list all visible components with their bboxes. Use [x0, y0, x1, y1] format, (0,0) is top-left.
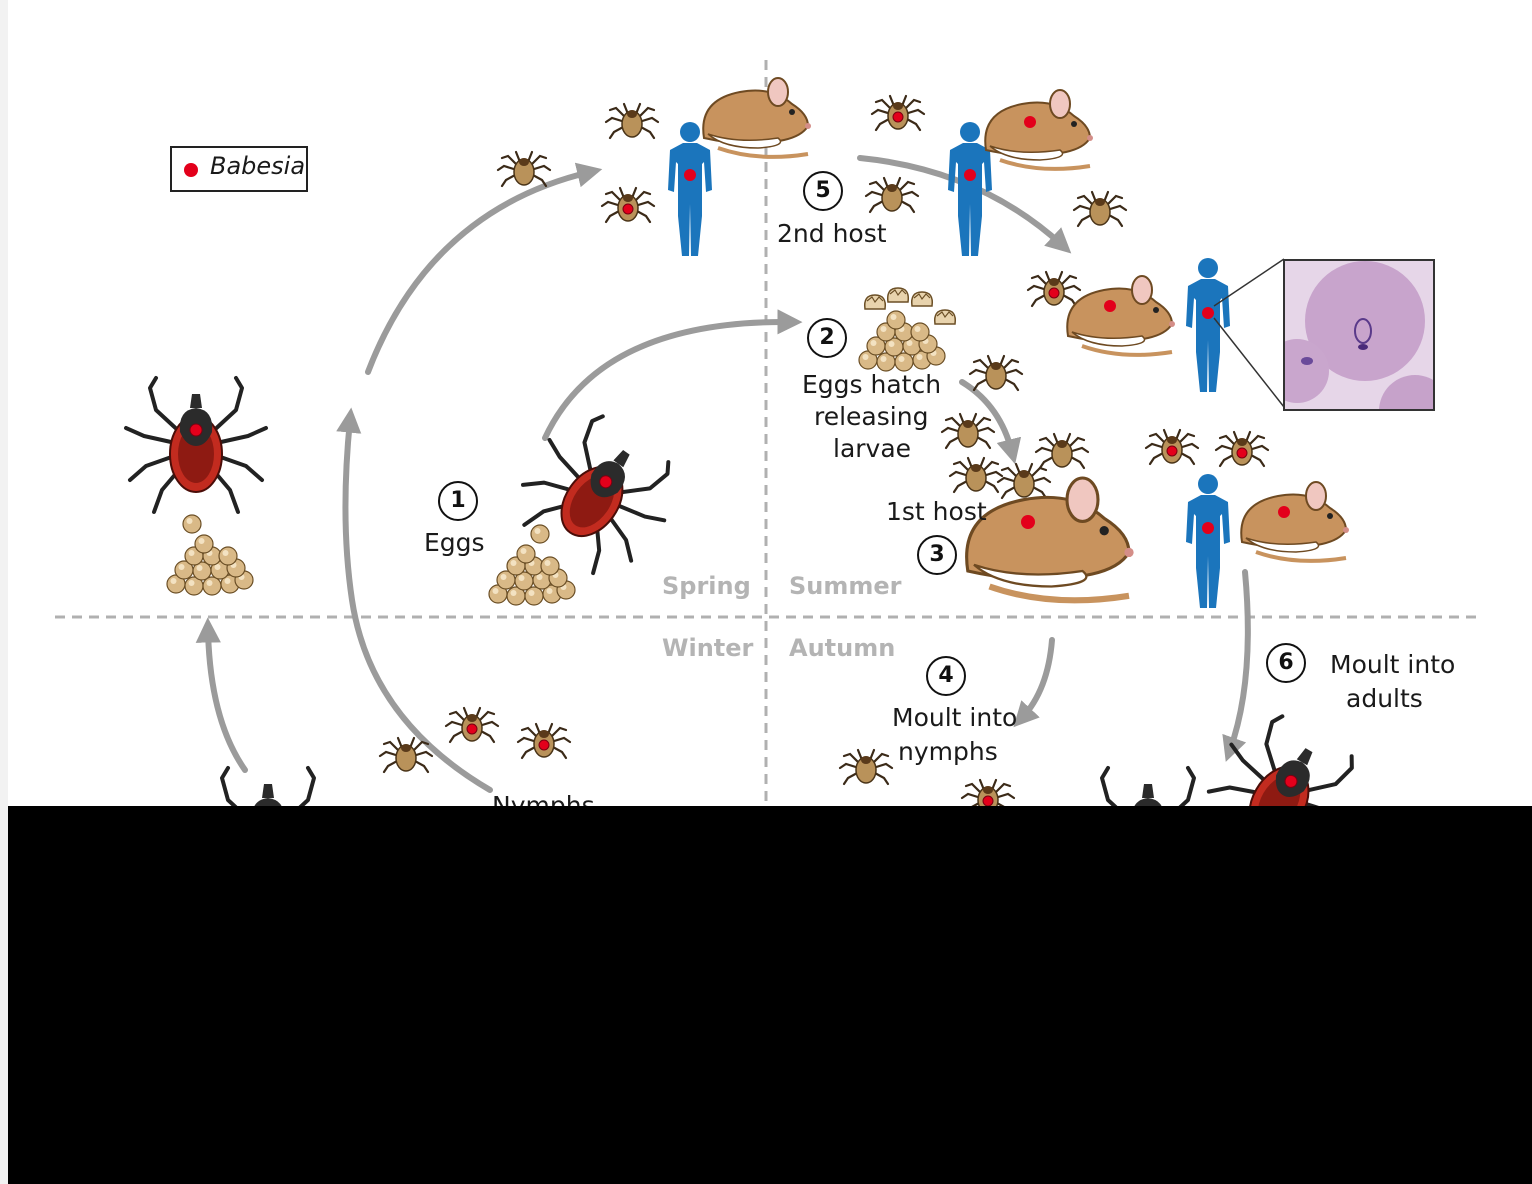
step-4-label-line-2: nymphs	[898, 736, 998, 768]
infected-nymph-icon	[602, 188, 654, 222]
babesia-dot	[1104, 300, 1116, 312]
nymph-tick-icon	[866, 178, 918, 212]
babesia-dot	[1021, 515, 1035, 529]
larva-tick-icon	[970, 356, 1022, 390]
human-icon	[1186, 258, 1230, 392]
egg-pile-icon	[859, 311, 945, 371]
step-3-number: 3	[917, 535, 957, 575]
zoom-line	[1214, 318, 1284, 407]
mouse-icon	[985, 90, 1093, 169]
egg-pile-icon	[167, 535, 253, 595]
nymph-tick-icon	[1074, 192, 1126, 226]
egg-shell-icon	[935, 310, 956, 324]
egg-shell-icon	[865, 295, 886, 309]
step-5-label: 2nd host	[777, 218, 887, 250]
step-2-label-line-2: releasing	[814, 401, 928, 433]
arrow-eggs-to-hatch	[545, 322, 790, 438]
human-icon	[1186, 474, 1230, 608]
step-2-number: 2	[807, 318, 847, 358]
season-autumn: Autumn	[789, 633, 895, 663]
step-4-number: 4	[926, 656, 966, 696]
babesia-dot	[964, 169, 976, 181]
season-winter: Winter	[662, 633, 753, 663]
babesia-dot-icon	[184, 163, 198, 177]
babesia-dot	[684, 169, 696, 181]
larva-tick-icon	[1036, 434, 1088, 468]
mouse-icon	[1241, 482, 1349, 561]
infected-nymph-icon	[1146, 430, 1198, 464]
larva-tick-icon	[950, 458, 1002, 492]
season-summer: Summer	[789, 571, 902, 601]
babesia-dot	[1202, 307, 1214, 319]
occlusion-bar	[8, 806, 1532, 1184]
step-6-label-line-2: adults	[1346, 683, 1423, 715]
larva-tick-icon	[942, 414, 994, 448]
step-5-number: 5	[803, 171, 843, 211]
infected-nymph-icon	[518, 724, 570, 758]
mouse-icon	[1067, 276, 1175, 355]
egg-icon	[183, 515, 201, 533]
babesia-dot	[1202, 522, 1214, 534]
babesia-dot	[1278, 506, 1290, 518]
babesia-dot	[1024, 116, 1036, 128]
step-1-label: Eggs	[424, 527, 485, 559]
arrow-adults-to-eggs	[208, 630, 245, 770]
arrow-moult-nymphs	[1022, 640, 1052, 718]
nymph-tick-icon	[840, 750, 892, 784]
legend: Babesia	[170, 146, 308, 192]
infected-nymph-icon	[1028, 272, 1080, 306]
egg-pile-icon	[489, 545, 575, 605]
step-3-label: 1st host	[886, 496, 987, 528]
infected-nymph-icon	[446, 708, 498, 742]
nymph-tick-icon	[498, 152, 550, 186]
season-spring: Spring	[662, 571, 751, 601]
step-2-label-line-1: Eggs hatch	[802, 369, 941, 401]
blood-smear-micrograph	[1283, 259, 1435, 411]
step-4-label-line-1: Moult into	[892, 702, 1017, 734]
nymph-tick-icon	[606, 104, 658, 138]
legend-label: Babesia	[210, 152, 305, 180]
arrow-moult-adults	[1230, 572, 1248, 750]
human-icon	[668, 122, 712, 256]
step-2-label-line-3: larvae	[833, 433, 911, 465]
larva-tick-icon	[998, 464, 1050, 498]
first-host-mouse-icon	[967, 478, 1134, 600]
cycle-arrows	[208, 158, 1248, 790]
egg-shell-icon	[888, 288, 909, 302]
adult-tick-icon	[126, 378, 266, 512]
infected-nymph-icon	[1216, 432, 1268, 466]
mouse-icon	[703, 78, 811, 157]
arrow-nymphs-to-spring	[368, 172, 590, 372]
infected-nymph-icon	[872, 96, 924, 130]
step-1-number: 1	[438, 481, 478, 521]
step-6-label-line-1: Moult into	[1330, 649, 1455, 681]
step-6-number: 6	[1266, 643, 1306, 683]
egg-shell-icon	[912, 292, 933, 306]
egg-icon	[531, 525, 549, 543]
nymph-tick-icon	[380, 738, 432, 772]
zoom-line	[1214, 259, 1284, 306]
